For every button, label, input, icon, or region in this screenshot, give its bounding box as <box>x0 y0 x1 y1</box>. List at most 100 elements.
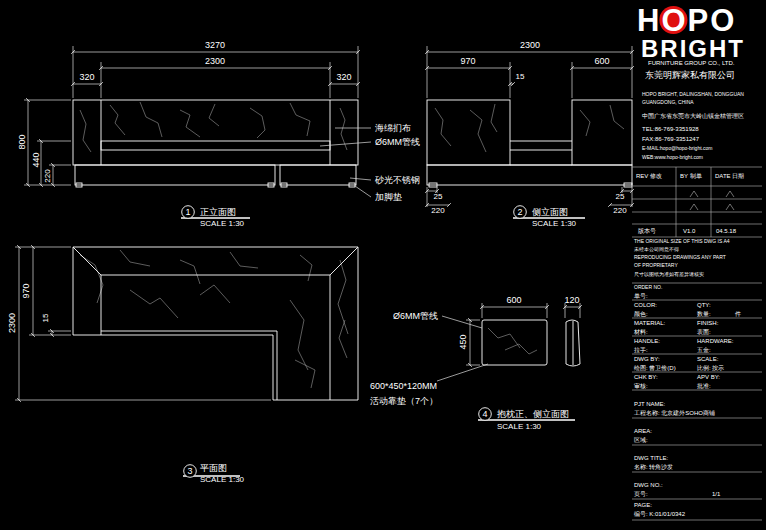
marble-texture <box>80 102 624 388</box>
dimension: 450 <box>459 334 468 349</box>
title-block-cell: 比例: 按示 <box>697 365 724 371</box>
dimension: 220 <box>613 207 626 215</box>
title-block-cell: THE ORIGINAL SIZE OF THIS DWG IS A4 <box>634 239 730 244</box>
title-block-cell: 颜色: <box>634 311 648 317</box>
dimension: 600 <box>506 296 521 305</box>
dimension: 600 <box>594 57 609 66</box>
title-block-cell: 版本号 <box>638 228 656 234</box>
logo-text: BRIGHT <box>641 37 745 61</box>
title-block-cell: REPRODUCING DRAWINGS ANY PART <box>634 255 726 260</box>
title-block-cell: SCALE: <box>697 356 718 362</box>
dimension: 15 <box>42 314 50 323</box>
company-info: 东莞明辉家私有限公司 <box>645 71 735 80</box>
dimension: 25 <box>434 193 443 201</box>
view-number-circle: 2 <box>513 205 527 219</box>
company-info: 中国广东省东莞市大岭山镇金桔管理区 <box>642 114 744 120</box>
title-block-cell: 数量: <box>697 311 711 317</box>
dimension: 440 <box>31 152 40 167</box>
view-number: 3 <box>183 464 197 478</box>
company-info: HOPO BRIGHT, DALINGSHAN, DONGGUAN <box>642 92 744 97</box>
callout-note: 砂光不锈钢 <box>375 176 420 185</box>
title-block-cell: OF PROPRIETARY <box>634 263 678 268</box>
title-block-cell: DWG TITLE: <box>634 455 668 461</box>
title-block-cell: COLOR: <box>634 302 657 308</box>
title-block-cell: QTY: <box>697 302 711 308</box>
logo-text: HOPO <box>637 5 736 36</box>
dimension: 970 <box>22 283 31 298</box>
title-block-cell: 五金: <box>697 347 711 353</box>
scale-note: SCALE 1:30 <box>200 220 244 228</box>
title-underlines <box>181 218 585 476</box>
title-block-cell: 审核: <box>634 383 648 389</box>
title-block-cell: MATERIAL: <box>634 320 665 326</box>
title-block-cell: 批准: <box>697 383 711 389</box>
dimension: 320 <box>79 73 94 82</box>
title-block-cell: 材料: <box>634 329 648 335</box>
callout-note: 海绵扪布 <box>375 124 411 133</box>
title-block-cell: 工程名称: 北京建外SOHO商铺 <box>634 410 715 416</box>
title-block-cell: REV 修改 <box>636 173 662 179</box>
title-block-cell: 未经本公司同意不得 <box>634 247 679 252</box>
title-block-cell: HANDLE: <box>634 338 660 344</box>
title-block-cell: AREA: <box>634 428 652 434</box>
view-title: 正立面图 <box>200 208 236 217</box>
title-block-cell: APV BY: <box>697 374 720 380</box>
title-block-cell: CHK BY: <box>634 374 658 380</box>
view-number-circle: 1 <box>181 205 195 219</box>
view-number-circle: 4 <box>478 407 492 421</box>
title-block-cell: PAGE: <box>634 502 652 508</box>
title-block-cell: 1/1 <box>712 491 720 497</box>
title-block-cell: 件 <box>735 311 741 317</box>
title-block-cell: 表面: <box>697 329 711 335</box>
title-block-cell: FINISH: <box>697 320 718 326</box>
title-block-cell: 04.5.18 <box>716 228 736 234</box>
company-info: TEL:86-769-3351928 <box>642 126 699 132</box>
view-title: 抱枕正、侧立面图 <box>497 410 569 419</box>
company-info: GUANGDONG, CHINA <box>642 100 694 105</box>
title-block-cell: 拉手: <box>634 347 648 353</box>
title-block-cell: 名称: 转角沙发 <box>634 464 673 470</box>
title-block-cell: 页号: <box>634 491 648 497</box>
callout-note: Ø6MM管线 <box>393 312 438 321</box>
company-info: WEB:www.hopo-bright.com <box>642 155 703 160</box>
sofa-outline <box>73 100 632 400</box>
dimension: 320 <box>336 73 351 82</box>
title-block-cell: 尺寸以图纸为准如有差异请核实 <box>634 272 704 277</box>
view-title: 平面图 <box>200 464 227 473</box>
title-block-lines <box>632 167 762 520</box>
view-number: 2 <box>513 205 527 219</box>
scale-note: SCALE 1:30 <box>497 423 541 431</box>
title-block-cell: DATE 日期 <box>715 173 744 179</box>
title-block-cell: HARDWARE: <box>697 338 733 344</box>
title-block-cell: 单号: <box>634 293 648 299</box>
dimension: 220 <box>44 169 52 182</box>
leader-lines <box>320 128 488 381</box>
callout-note: Ø6MM管线 <box>375 138 420 147</box>
company-info: E-MAIL:hopo@hopo-bright.com <box>642 146 712 151</box>
callout-note: 加脚垫 <box>375 193 402 202</box>
view-title: 侧立面图 <box>532 208 568 217</box>
dimension: 220 <box>431 207 444 215</box>
view-number: 1 <box>181 205 195 219</box>
dimension: 15 <box>516 73 525 81</box>
company-info: FURNITURE GROUP CO., LTD. <box>648 60 734 66</box>
dimension: 2300 <box>8 313 17 333</box>
dimension: 970 <box>460 57 475 66</box>
view-number-circle: 3 <box>183 464 197 478</box>
dimension: 2300 <box>520 41 540 50</box>
title-block-cell: 绘图: 曾卫俭(D) <box>634 365 676 371</box>
view-number: 4 <box>478 407 492 421</box>
title-block-cell: 编号: K:01/01/0342 <box>634 511 685 517</box>
dimension: 25 <box>616 193 625 201</box>
scale-note: SCALE 1:30 <box>532 220 576 228</box>
dimension: 800 <box>18 134 27 149</box>
dimension-lines <box>15 46 632 400</box>
dimension: 3270 <box>205 41 225 50</box>
callout-note: 活动靠垫（7个） <box>370 397 438 406</box>
dimension: 120 <box>564 296 579 305</box>
title-block-cell: ORDER NO. <box>634 285 662 290</box>
title-block-cell: DWG BY: <box>634 356 660 362</box>
dimension: 2300 <box>205 57 225 66</box>
title-block-cell: V1.0 <box>683 228 695 234</box>
callout-note: 600*450*120MM <box>370 382 437 391</box>
